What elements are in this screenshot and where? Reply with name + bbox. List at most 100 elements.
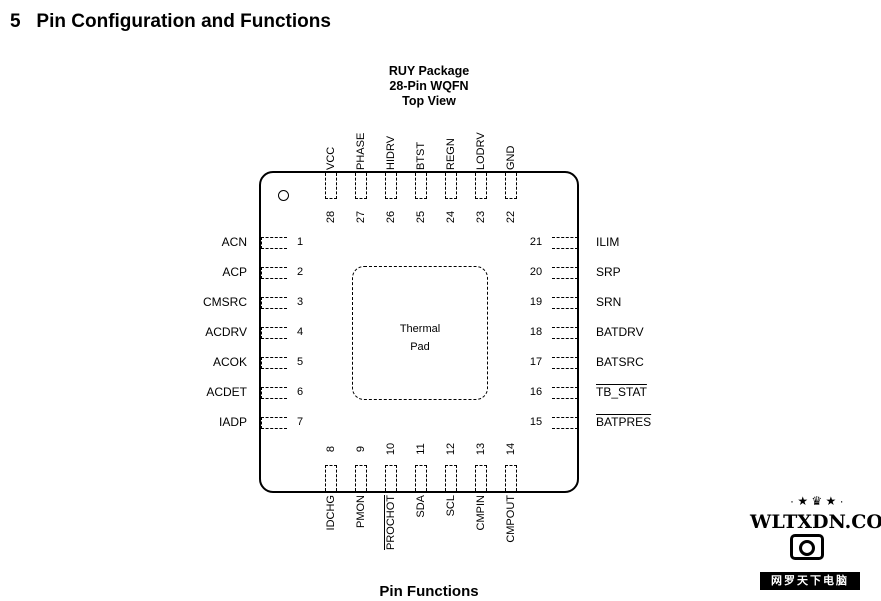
pin-name: SRP [596,265,621,279]
pin-number: 11 [415,443,427,455]
pin-number: 1 [296,236,304,248]
pin-functions-heading: Pin Functions [379,583,479,600]
pin-number: 20 [529,266,543,278]
pin-name: ACOK [212,355,247,369]
pin-name: SDA [415,495,427,518]
pin-number: 19 [529,296,543,308]
pad-right-16 [552,387,578,399]
watermark-site: WLTXDN.COM [750,511,881,533]
pad-top-25 [415,173,427,199]
pin-name: CMPOUT [505,495,517,543]
pad-top-26 [385,173,397,199]
pin-name: BATSRC [596,355,644,369]
pad-right-15 [552,417,578,429]
pad-bottom-10 [385,465,397,491]
thermal-pad [352,266,488,400]
package-name: RUY Package [388,64,470,78]
pin-name: BATPRES [596,415,652,429]
pad-left-1 [261,237,287,249]
package-view: Top View [402,94,456,108]
pin-number: 13 [475,442,487,456]
pad-left-5 [261,357,287,369]
pin-name: BATDRV [596,325,644,339]
pin-number: 6 [296,386,304,398]
pin-number: 15 [529,416,543,428]
pad-bottom-13 [475,465,487,491]
pin-number: 21 [529,236,543,248]
pin-name: IADP [218,415,247,429]
pin-number: 16 [529,386,543,398]
pin-name: ACDET [206,385,247,399]
pin-name: LODRV [475,132,487,170]
package-pins: 28-Pin WQFN [389,79,469,93]
pin-number: 23 [475,210,487,224]
pin-name: REGN [445,138,457,170]
pad-left-4 [261,327,287,339]
pad-right-20 [552,267,578,279]
pin-number: 5 [296,356,304,368]
pin-name: ILIM [596,235,620,249]
pin-name: ACDRV [205,325,247,339]
pad-bottom-9 [355,465,367,491]
pad-bottom-14 [505,465,517,491]
pad-top-23 [475,173,487,199]
pin-number: 28 [325,210,337,224]
pad-right-21 [552,237,578,249]
thermal-pad-label-2: Pad [410,341,430,353]
pin-name: VCC [325,146,337,170]
pad-bottom-12 [445,465,457,491]
pin-name: PMON [355,495,367,528]
pin-name: GND [505,145,517,170]
pin-number: 2 [296,266,304,278]
pin-number: 22 [505,210,517,224]
section-number: 5 [10,11,21,32]
pin-name: CMSRC [203,295,247,309]
pin-number: 4 [296,326,304,338]
pin-name: ACP [222,265,247,279]
pin-number: 24 [445,210,457,224]
pin-number: 18 [529,326,543,338]
pin-number: 14 [505,442,517,456]
pin-name: SCL [445,495,457,517]
pad-top-28 [325,173,337,199]
pin-name: BTST [415,141,427,170]
pin-number: 9 [355,445,367,453]
pad-right-18 [552,327,578,339]
pad-top-22 [505,173,517,199]
watermark-tagline: 网罗天下电脑 [760,572,860,590]
pin-number: 10 [385,442,397,456]
pad-left-2 [261,267,287,279]
pin-number: 17 [529,356,543,368]
pad-bottom-8 [325,465,337,491]
pad-bottom-11 [415,465,427,491]
camera-icon [790,534,824,560]
pad-left-3 [261,297,287,309]
pin-number: 12 [445,442,457,456]
pin-name: IDCHG [325,495,337,531]
pin-name: SRN [596,295,622,309]
pin-name: CMPIN [475,495,487,531]
pin-name: HIDRV [385,135,397,170]
chip-outline [259,171,579,493]
pad-right-17 [552,357,578,369]
pad-left-6 [261,387,287,399]
pad-top-24 [445,173,457,199]
pin-name: PHASE [355,132,367,170]
pin-number: 26 [385,210,397,224]
crown-icon: · ★ ♛ ★ · [790,494,844,508]
pin-number: 25 [415,210,427,224]
pin-name: ACN [221,235,247,249]
pin-number: 3 [296,296,304,308]
pad-top-27 [355,173,367,199]
pin-name: PROCHOT [385,495,397,550]
camera-lens-icon [799,540,815,556]
thermal-pad-label: Thermal [399,323,441,335]
section-heading: 5 Pin Configuration and Functions [10,11,331,33]
pad-right-19 [552,297,578,309]
pin-number: 27 [355,210,367,224]
pin-name: TB_STAT [596,385,647,399]
pin1-indicator-icon [278,190,289,201]
pad-left-7 [261,417,287,429]
pin-number: 7 [296,416,304,428]
pin-number: 8 [325,445,337,453]
